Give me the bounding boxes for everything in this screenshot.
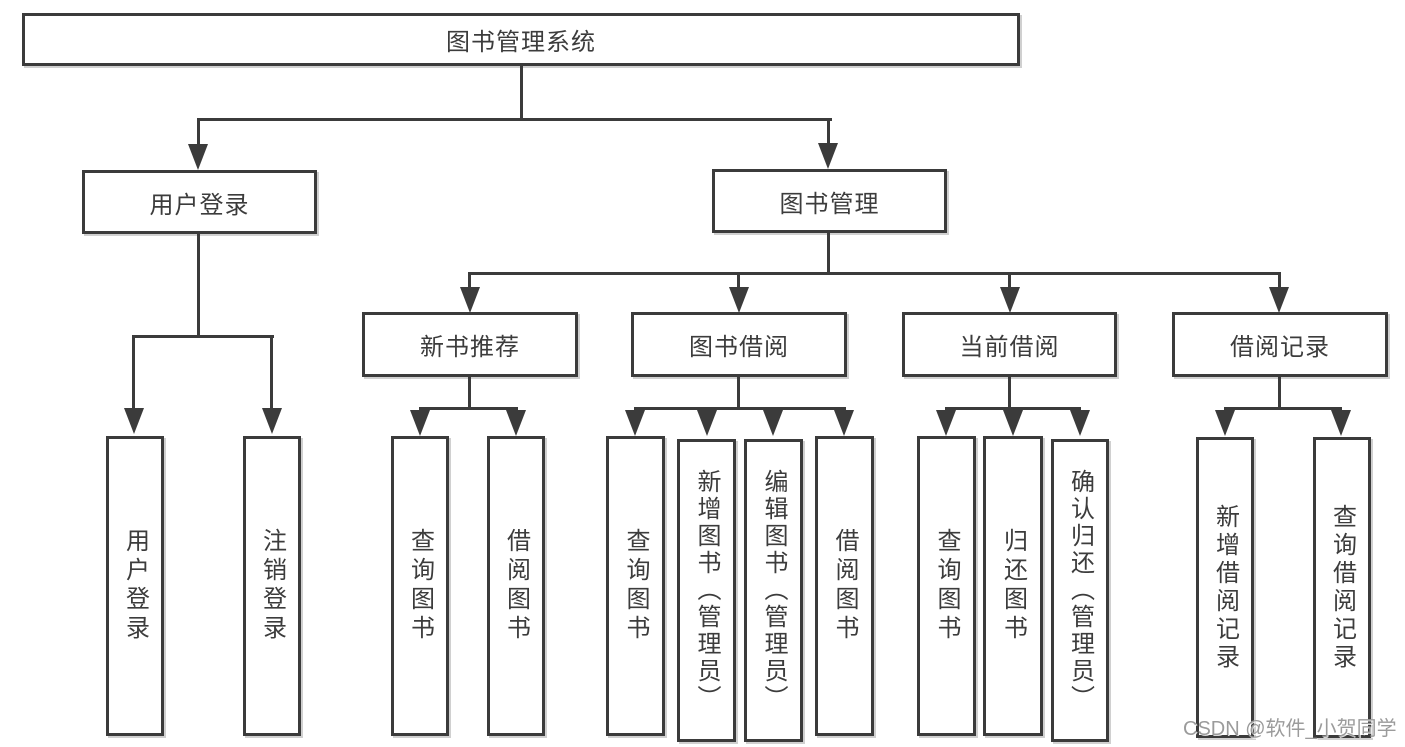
node-label: 图书借阅 <box>689 334 789 361</box>
leaf-label: 新增借阅记录 <box>1211 503 1239 672</box>
leaf-cb-confirm-return-admin: 确认归还（管理员） <box>1051 439 1109 742</box>
leaf-label: 查询图书 <box>622 528 649 644</box>
arrowhead-down-icon <box>410 410 430 436</box>
leaf-label: 确认归还（管理员） <box>1066 469 1094 712</box>
leaf-label: 编辑图书（管理员） <box>760 469 787 712</box>
connector-line-segment <box>737 377 740 410</box>
node-current-borrowing: 当前借阅 <box>902 312 1117 377</box>
leaf-logout: 注销登录 <box>243 436 301 736</box>
leaf-label: 借阅图书 <box>502 528 530 644</box>
arrowhead-down-icon <box>834 410 854 436</box>
leaf-bb-query-books: 查询图书 <box>606 436 665 736</box>
connector-line-segment <box>1008 377 1011 410</box>
arrowhead-down-icon <box>124 408 144 434</box>
connector-line-segment <box>468 272 471 289</box>
arrowhead-down-icon <box>506 410 526 436</box>
arrowhead-down-icon <box>936 410 956 436</box>
arrowhead-down-icon <box>729 287 749 313</box>
leaf-nb-borrow-books: 借阅图书 <box>487 436 545 736</box>
leaf-br-query-record: 查询借阅记录 <box>1313 437 1371 738</box>
node-borrow-records: 借阅记录 <box>1172 312 1388 377</box>
node-library-management-system: 图书管理系统 <box>22 13 1020 66</box>
connector-line-segment <box>469 272 1281 275</box>
node-new-book-recommend: 新书推荐 <box>362 312 578 377</box>
connector-line-segment <box>270 335 273 410</box>
watermark: CSDN @软件_小贺同学 <box>1183 718 1397 740</box>
connector-line-segment <box>133 335 274 338</box>
connector-line-segment <box>468 377 471 410</box>
arrowhead-down-icon <box>1269 287 1289 313</box>
connector-line-segment <box>827 118 830 145</box>
arrowhead-down-icon <box>697 410 717 436</box>
arrowhead-down-icon <box>1215 410 1235 436</box>
leaf-bb-borrow-books: 借阅图书 <box>815 436 874 736</box>
node-book-management: 图书管理 <box>712 169 947 233</box>
arrowhead-down-icon <box>262 408 282 434</box>
node-label: 用户登录 <box>149 191 250 219</box>
arrowhead-down-icon <box>818 143 838 169</box>
leaf-label: 归还图书 <box>999 528 1027 644</box>
connector-line-segment <box>1224 407 1342 410</box>
leaf-br-add-record: 新增借阅记录 <box>1196 437 1254 738</box>
arrowhead-down-icon <box>188 144 208 170</box>
node-label: 图书管理系统 <box>446 29 596 56</box>
connector-line-segment <box>827 233 830 275</box>
connector-line-segment <box>197 234 200 338</box>
arrowhead-down-icon <box>1331 410 1351 436</box>
arrowhead-down-icon <box>1070 410 1090 436</box>
arrowhead-down-icon <box>625 410 645 436</box>
connector-line-segment <box>520 65 523 121</box>
leaf-label: 用户登录 <box>121 528 149 644</box>
connector-line-segment <box>1278 272 1281 289</box>
connector-line-segment <box>737 272 740 289</box>
leaf-label: 借阅图书 <box>831 528 858 644</box>
connector-line-segment <box>419 407 518 410</box>
arrowhead-down-icon <box>1003 410 1023 436</box>
node-label: 当前借阅 <box>959 334 1060 361</box>
leaf-cb-return-books: 归还图书 <box>983 436 1043 736</box>
leaf-label: 查询图书 <box>933 528 960 644</box>
connector-line-segment <box>945 407 1081 410</box>
connector-line-segment <box>132 335 135 410</box>
node-label: 图书管理 <box>779 190 880 218</box>
connector-line-segment <box>634 407 846 410</box>
node-label: 借阅记录 <box>1230 334 1330 361</box>
leaf-label: 查询借阅记录 <box>1328 503 1356 672</box>
leaf-bb-add-books-admin: 新增图书（管理员） <box>677 439 736 742</box>
leaf-nb-query-books: 查询图书 <box>391 436 449 736</box>
connector-line-segment <box>197 118 200 146</box>
arrowhead-down-icon <box>460 287 480 313</box>
arrowhead-down-icon <box>763 410 783 436</box>
connector-line-segment <box>1008 272 1011 289</box>
leaf-user-login: 用户登录 <box>106 436 164 736</box>
leaf-label: 注销登录 <box>258 528 286 644</box>
arrowhead-down-icon <box>1000 287 1020 313</box>
connector-line-segment <box>1278 377 1281 410</box>
leaf-label: 查询图书 <box>406 528 434 644</box>
node-label: 新书推荐 <box>420 334 520 361</box>
node-book-borrowing: 图书借阅 <box>631 312 847 377</box>
leaf-label: 新增图书（管理员） <box>693 469 720 712</box>
leaf-bb-edit-books-admin: 编辑图书（管理员） <box>744 439 803 742</box>
leaf-cb-query-books: 查询图书 <box>917 436 976 736</box>
connector-line-segment <box>198 118 832 121</box>
node-user-login: 用户登录 <box>82 170 317 234</box>
